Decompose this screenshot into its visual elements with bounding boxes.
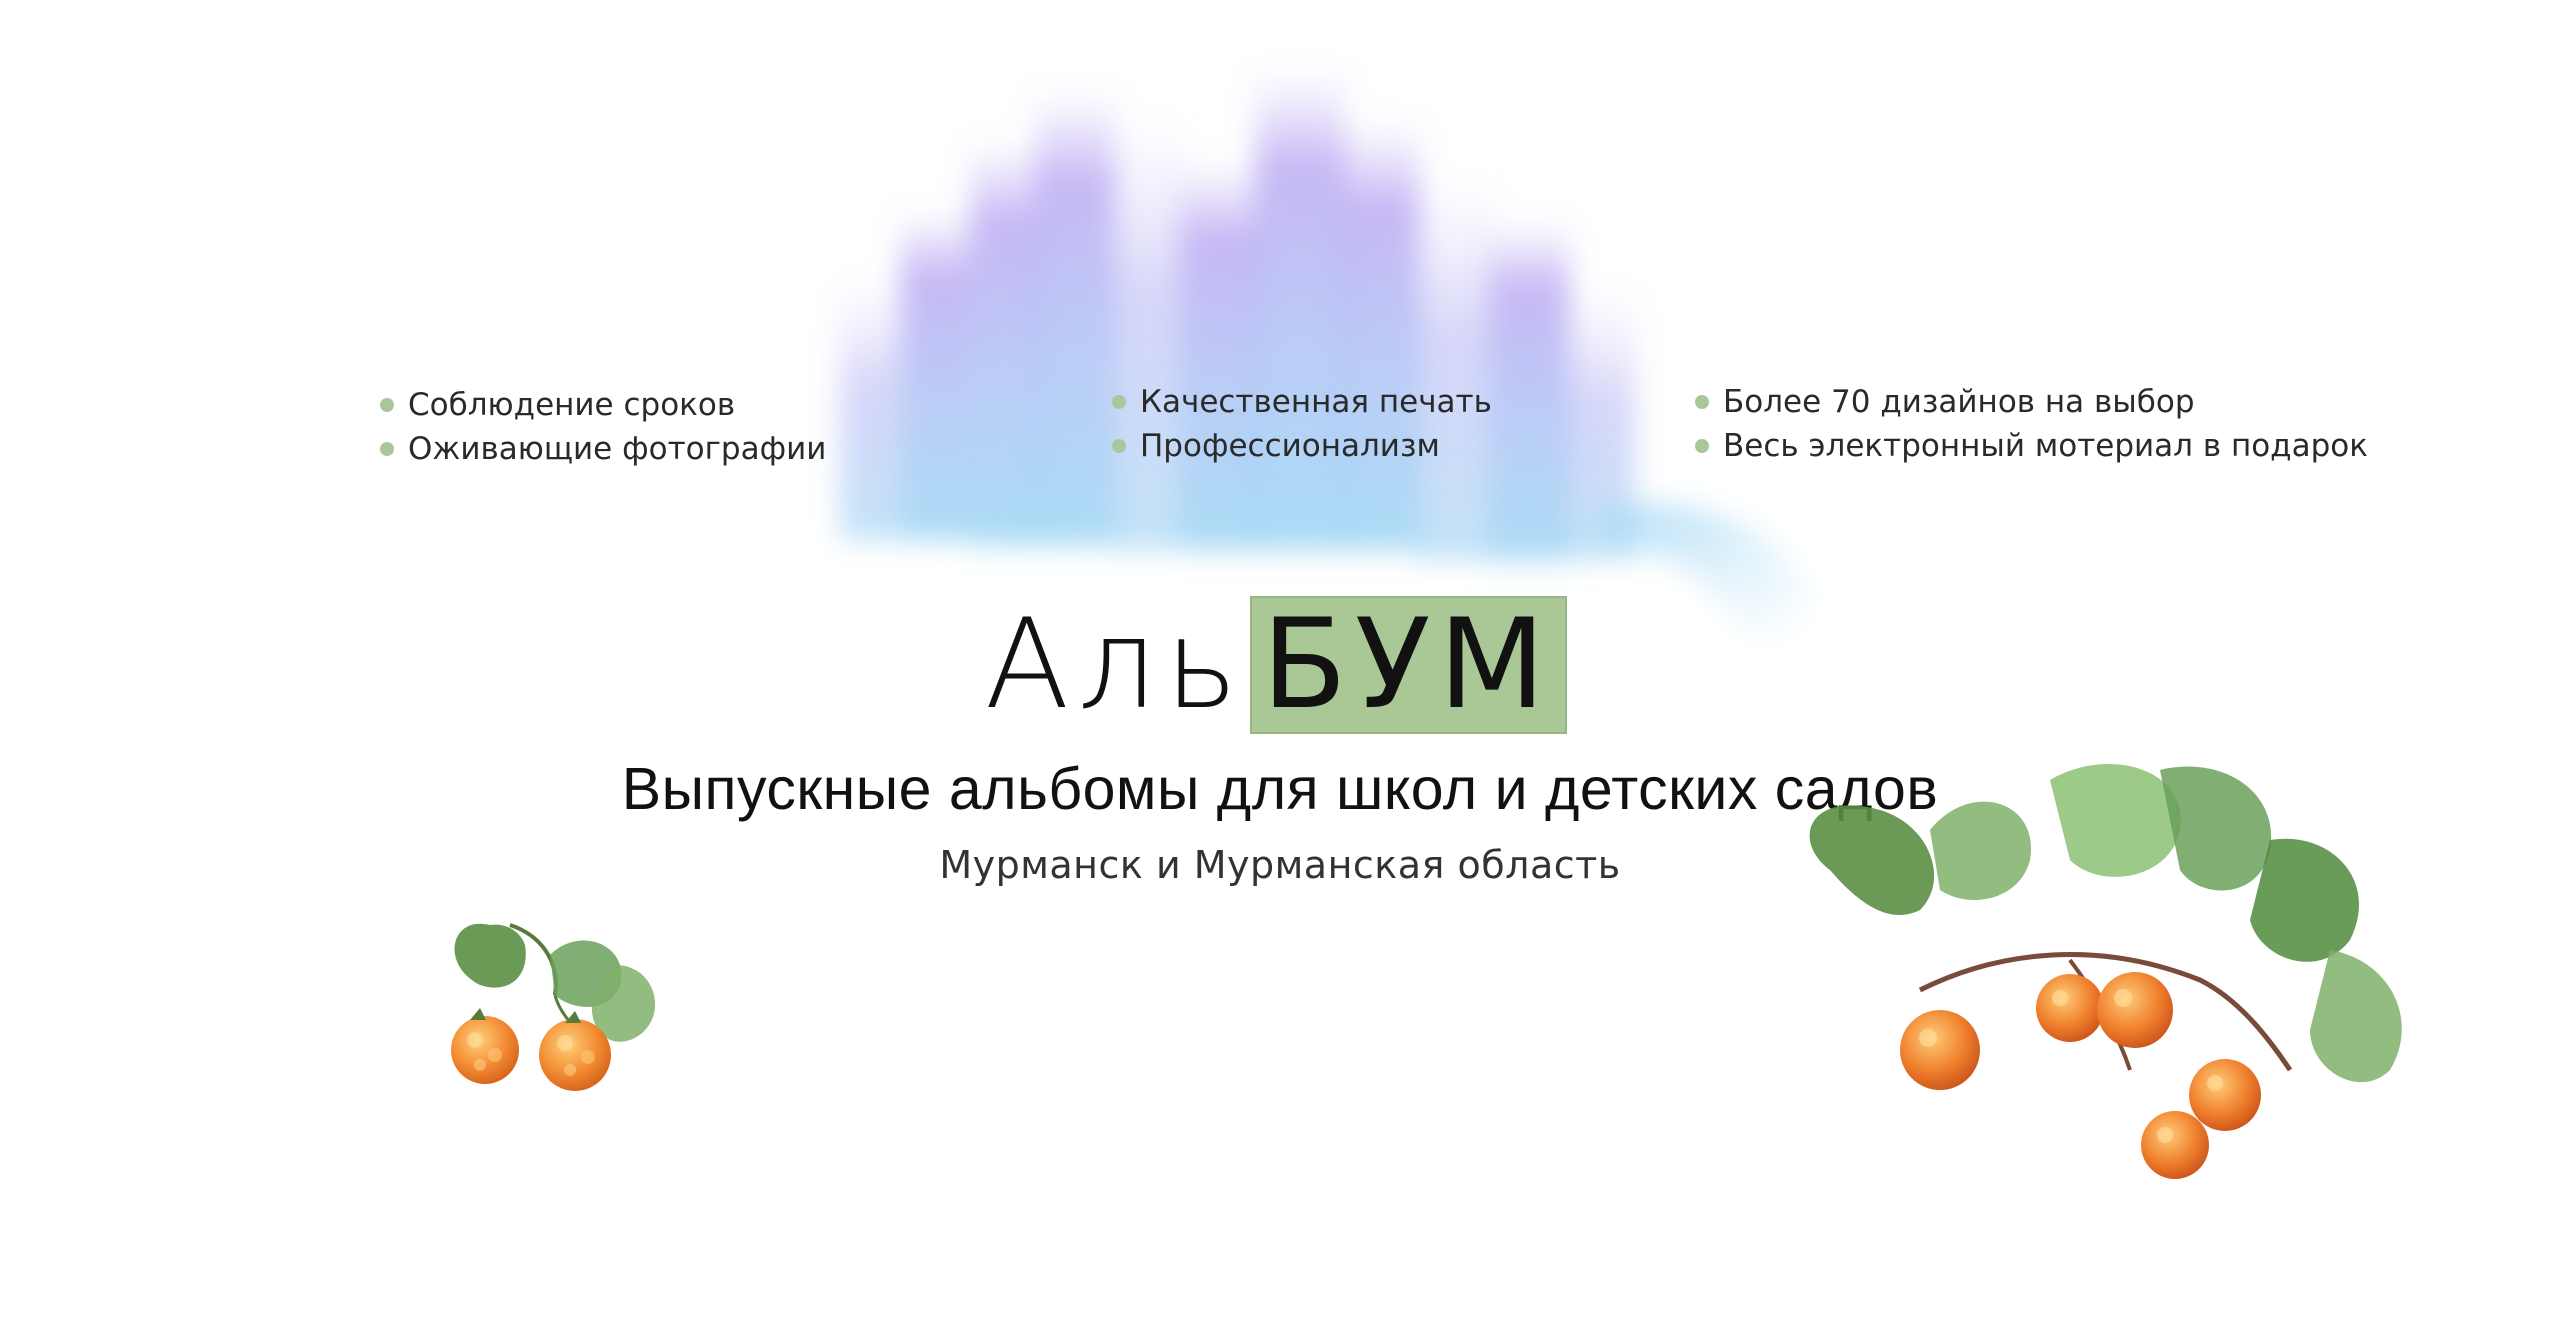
feature-item: Качественная печать [1112,380,1492,424]
features-column-3: Более 70 дизайнов на выбор Весь электрон… [1695,380,2368,468]
logo-text-part2-highlight: БУМ [1249,596,1568,734]
page-headline: Выпускные альбомы для школ и детских сад… [621,756,1939,822]
bullet-icon [1112,439,1126,453]
aurora-illustration [840,70,1810,638]
feature-item: Более 70 дизайнов на выбор [1695,380,2368,424]
feature-label: Соблюдение сроков [408,387,736,423]
bullet-icon [1112,395,1126,409]
feature-label: Качественная печать [1140,384,1492,420]
cloudberry-illustration [451,923,656,1091]
feature-label: Профессионализм [1140,428,1440,464]
bullet-icon [1695,395,1709,409]
feature-label: Более 70 дизайнов на выбор [1723,384,2195,420]
feature-item: Оживающие фотографии [380,427,826,471]
feature-item: Весь электронный мотериал в подарок [1695,424,2368,468]
feature-label: Оживающие фотографии [408,431,827,467]
feature-label: Весь электронный мотериал в подарок [1723,428,2368,464]
cloudberry-illustration [1809,764,2402,1179]
features-section: Соблюдение сроков Оживающие фотографии К… [0,383,2560,503]
bullet-icon [1695,439,1709,453]
feature-item: Профессионализм [1112,424,1492,468]
bullet-icon [380,442,394,456]
page-subheadline: Мурманск и Мурманская область [939,843,1621,887]
brand-logo: Аль БУМ [0,593,2560,737]
features-column-2: Качественная печать Профессионализм [1112,380,1492,468]
features-column-1: Соблюдение сроков Оживающие фотографии [380,383,826,471]
logo-text-part1: Аль [984,593,1246,737]
bullet-icon [380,398,394,412]
feature-item: Соблюдение сроков [380,383,826,427]
